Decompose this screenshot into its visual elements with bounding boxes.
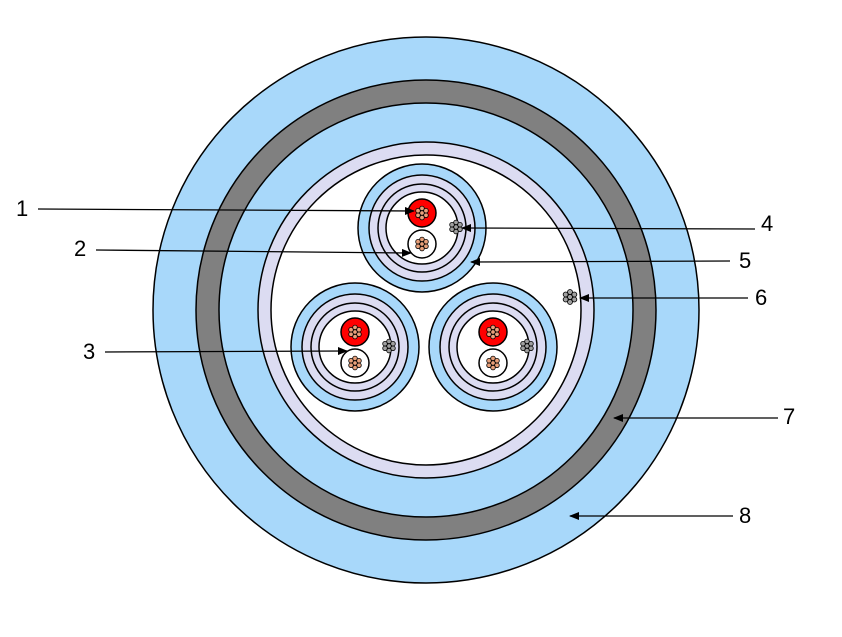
pair-left-red-core-conductor-strand [352,333,358,340]
pair-left-red-core-conductor-strand [352,324,358,331]
pair-left-red-core-conductor [348,324,362,340]
pair-right-red-core-conductor [486,324,500,340]
pair-top [357,163,487,293]
overall-drain-wire [562,289,578,305]
pair-top-drain-wire-strand [449,226,455,232]
leader-line-4 [461,224,756,233]
pair-left-red-core-conductor-strand [348,327,354,333]
pair-right-drain-wire [520,338,534,354]
overall-drain-wire-strand [562,291,569,298]
callout-label-3: 3 [83,339,96,364]
pair-left-white-core-conductor [348,355,362,371]
pair-right-white-core-conductor-strand [486,358,492,364]
pair-top-drain-wire-strand [449,221,455,228]
pair-right-drain-wire-strand [524,347,530,354]
pair-left-drain-wire-strand [382,345,388,351]
leader-line-3 [104,347,348,356]
pair-left-red-core-conductor-strand [348,331,354,337]
pair-top-white-core-conductor-strand [415,243,421,249]
pair-left-white-core-conductor-strand [348,358,354,364]
pair-top-white-core-conductor-strand [419,245,425,252]
pair-left [290,282,420,412]
callout-label-4: 4 [761,211,774,236]
overall-drain-wire-strand [562,296,569,303]
pair-left-white-core-conductor-strand [352,355,358,362]
pair-top-drain-wire-strand [453,219,459,226]
pair-left-red-core-conductor-strand [356,327,362,333]
overall-drain-wire-strand [571,291,578,298]
callout-label-6: 6 [755,285,768,310]
pair-top-white-core-conductor [415,236,429,252]
pair-left-drain-wire-strand [386,347,392,354]
pair-right-drain-wire-strand [520,345,526,351]
pair-top-red-core-conductor [415,205,429,221]
pair-top-white-core-conductor-strand [415,238,421,245]
pair-right-red-core-conductor-strand [494,327,500,333]
pair-top-red-core-conductor-strand [419,214,425,221]
pair-right-drain-wire-strand [524,338,530,345]
pair-right-white-core-conductor-strand [494,358,500,364]
pair-right-drain-wire-strand [520,341,526,347]
leader-line-1 [37,206,415,215]
pair-top-drain-wire-strand [457,221,463,228]
pair-right-red-core-conductor-strand [486,327,492,333]
leader-line-5 [470,257,731,266]
pair-left-drain-wire-strand [390,341,396,347]
pair-right-white-core-conductor-strand [490,364,496,371]
pair-top-drain-wire [449,219,463,235]
pair-top-drain-wire-strand [453,228,459,235]
leader-line-2 [95,248,412,257]
pair-top-red-core-conductor-strand [423,207,429,214]
pair-right-white-core-conductor-strand [486,362,492,368]
pair-top-white-core-conductor-strand [419,236,425,243]
pair-left-drain-wire [382,338,396,354]
pair-right-white-core-conductor [486,355,500,371]
pair-left-white-core-conductor-strand [352,364,358,371]
pair-left-white-core-conductor-strand [356,358,362,364]
pair-right-red-core-conductor-strand [490,333,496,340]
callout-label-1: 1 [16,196,29,221]
overall-drain-wire-strand [567,289,573,295]
pair-left-drain-wire-strand [382,341,388,347]
pair-right [428,282,558,412]
pair-right-red-core-conductor-strand [486,331,492,337]
overall-drain-wire-strand [567,299,573,305]
pair-left-white-core-conductor-strand [348,362,354,368]
pair-top-red-core-conductor-strand [415,212,421,218]
pair-top-red-core-conductor-strand [415,207,421,214]
pair-top-white-core-conductor-strand [423,238,429,245]
callout-label-8: 8 [739,503,752,528]
pair-right-drain-wire-strand [528,341,534,347]
pair-top-red-core-conductor-strand [419,205,425,212]
callout-label-5: 5 [739,248,752,273]
pair-left-drain-wire-strand [386,338,392,345]
callout-label-2: 2 [74,236,87,261]
pair-right-white-core-conductor-strand [490,355,496,362]
callout-label-7: 7 [783,404,796,429]
pair-right-red-core-conductor-strand [490,324,496,331]
